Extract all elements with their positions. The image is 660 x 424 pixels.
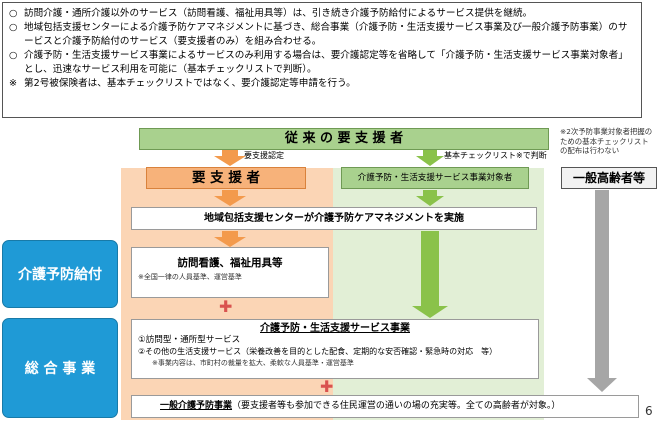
sogo-service-title: 介護予防・生活支援サービス事業 <box>260 323 410 334</box>
side-label-kyufu: 介護予防給付 <box>2 240 118 308</box>
side-label-sogo-text: 総 合 事 業 <box>24 361 96 377</box>
note-marker: ○ <box>9 50 18 62</box>
sogo-service-box: 介護予防・生活支援サービス事業 ①訪問型・通所型サービス ②その他の生活支援サー… <box>131 319 539 379</box>
plus-glyph: ✚ <box>320 377 334 396</box>
note-text: 第2号被保険者は、基本チェックリストではなく、要介護認定等申請を行う。 <box>24 78 356 90</box>
page-number: 6 <box>645 404 653 418</box>
ninntei-label: 要支援認定 <box>244 151 284 161</box>
ippan-yobo-box: 一般介護予防事業（要支援者等も参加できる住民運営の通いの場の充実等。全ての高齢者… <box>131 395 639 418</box>
checklist-label-text: 基本チェックリスト※で判断 <box>444 151 547 160</box>
plus-icon: ✚ <box>320 378 333 396</box>
note-text: 介護予防・生活支援サービス事業によるサービスのみ利用する場合は、要介護認定等を省… <box>24 50 628 75</box>
kyufu-service-sub: ※全国一律の人員基準、運営基準 <box>138 273 242 281</box>
note-text: 地域包括支援センターによる介護予防ケアマネジメントに基づき、総合事業（介護予防・… <box>24 22 628 47</box>
conventional-yoshien-box: 従 来 の 要 支 援 者 <box>139 128 549 150</box>
side-label-kyufu-text: 介護予防給付 <box>18 267 102 283</box>
ippan-box: 一般高齢者等 <box>561 167 657 189</box>
kyufu-service-title: 訪問看護、福祉用具等 <box>177 257 283 269</box>
notes-panel: ○ 訪問介護・通所介護以外のサービス（訪問看護、福祉用具等）は、引き続き介護予防給… <box>2 2 642 118</box>
sogo-service-line1: ①訪問型・通所型サービス <box>138 335 241 345</box>
plus-icon: ✚ <box>219 298 232 316</box>
note-item: ○ 介護予防・生活支援サービス事業によるサービスのみ利用する場合は、要介護認定等を… <box>9 49 635 76</box>
ippan-yobo-text: （要支援者等も参加できる住民運営の通いの場の充実等。全ての高齢者が対象。） <box>232 401 561 411</box>
sogo-service-sub: ※事業内容は、市町村の裁量を拡大、柔軟な人員基準・運営基準 <box>152 359 354 367</box>
note-marker: ○ <box>9 22 18 34</box>
arrow-to-yoshien <box>214 150 246 166</box>
arrow-yoshien-to-center <box>214 190 246 206</box>
yoshien-box: 要 支 援 者 <box>146 167 306 189</box>
note-marker: ※ <box>9 78 18 90</box>
care-management-label: 地域包括支援センターが介護予防ケアマネジメントを実施 <box>204 213 464 224</box>
arrow-taishosha-to-center <box>416 190 444 206</box>
plus-glyph: ✚ <box>219 297 233 316</box>
checklist-label: 基本チェックリスト※で判断 <box>444 151 547 161</box>
note-item: ○ 訪問介護・通所介護以外のサービス（訪問看護、福祉用具等）は、引き続き介護予防給… <box>9 7 635 20</box>
taishosha-box: 介護予防・生活支援サービス事業対象者 <box>341 167 529 189</box>
ippan-yobo-title: 一般介護予防事業 <box>160 401 233 411</box>
note-item: ※ 第2号被保険者は、基本チェックリストではなく、要介護認定等申請を行う。 <box>9 77 635 90</box>
checklist-note-text: ※2次予防事業対象者把握のための基本チェックリストの配布は行わない <box>560 127 653 155</box>
conventional-yoshien-label: 従 来 の 要 支 援 者 <box>284 131 404 146</box>
note-item: ○ 地域包括支援センターによる介護予防ケアマネジメントに基づき、総合事業（介護予防… <box>9 21 635 48</box>
arrow-center-to-kyufu <box>214 231 246 247</box>
care-management-box: 地域包括支援センターが介護予防ケアマネジメントを実施 <box>131 207 537 230</box>
ippan-label: 一般高齢者等 <box>572 171 645 185</box>
arrow-to-taishosha <box>416 150 444 166</box>
note-text: 訪問介護・通所介護以外のサービス（訪問看護、福祉用具等）は、引き続き介護予防給付… <box>24 8 533 19</box>
taishosha-label: 介護予防・生活支援サービス事業対象者 <box>357 173 513 183</box>
side-label-sogo: 総 合 事 業 <box>2 318 118 418</box>
page-number-text: 6 <box>645 404 653 418</box>
ninntei-label-text: 要支援認定 <box>244 151 284 160</box>
arrow-ippan-to-bottom <box>587 190 617 392</box>
sogo-service-line2: ②その他の生活支援サービス（栄養改善を目的とした配食、定期的な安否確認・緊急時の… <box>138 347 498 356</box>
kyufu-service-box: 訪問看護、福祉用具等 ※全国一律の人員基準、運営基準 <box>131 247 329 298</box>
yoshien-label: 要 支 援 者 <box>191 170 261 186</box>
arrow-center-to-sogo <box>412 231 448 318</box>
note-marker: ○ <box>9 8 18 19</box>
checklist-note: ※2次予防事業対象者把握のための基本チェックリストの配布は行わない <box>560 127 656 156</box>
